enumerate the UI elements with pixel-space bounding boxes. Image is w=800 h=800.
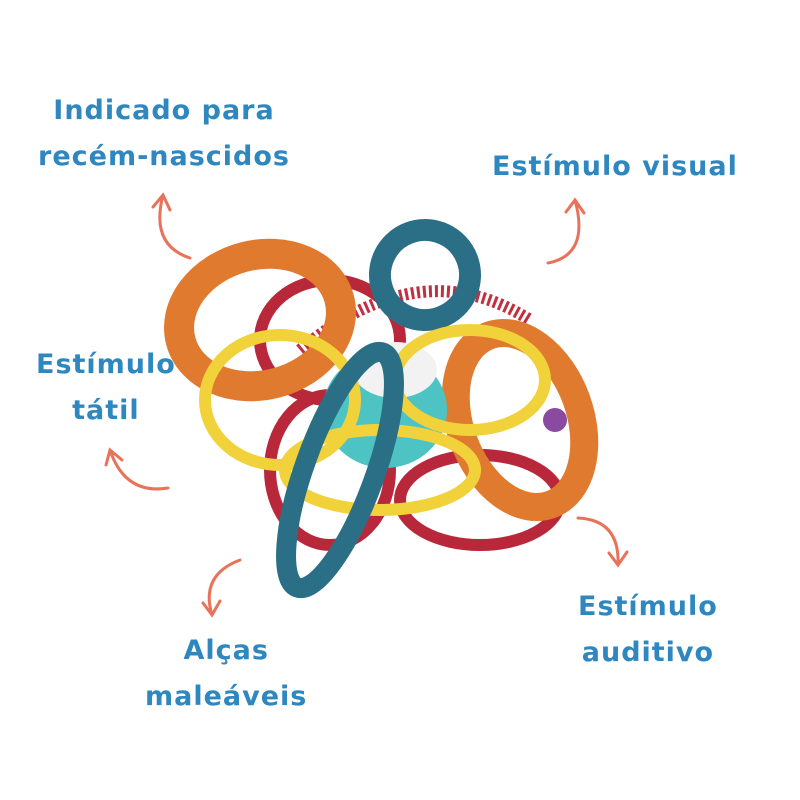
- arrow-icon-visual: [546, 197, 586, 265]
- label-newborn: Indicado para recém-nascidos: [38, 88, 290, 180]
- teal-ring: [276, 341, 404, 599]
- label-line: maleáveis: [145, 681, 308, 712]
- orange-ring: [164, 238, 356, 402]
- label-line: Indicado para: [53, 95, 275, 126]
- label-handles: Alças maleáveis: [145, 628, 307, 720]
- arrow-icon-handles: [201, 558, 242, 618]
- label-tactile: Estímulo tátil: [36, 342, 176, 434]
- arrow-icon-auditory: [576, 516, 629, 568]
- label-line: Alças: [183, 635, 269, 666]
- label-line: Estímulo: [36, 349, 176, 380]
- label-visual: Estímulo visual: [492, 144, 738, 190]
- label-line: Estímulo visual: [492, 151, 738, 182]
- label-auditory: Estímulo auditivo: [578, 584, 718, 676]
- label-line: auditivo: [581, 637, 715, 668]
- label-line: tátil: [72, 395, 140, 426]
- teal-ring: [369, 219, 481, 331]
- purple-bead: [543, 408, 567, 432]
- arrow-icon-newborn: [151, 192, 192, 260]
- label-line: Estímulo: [578, 591, 718, 622]
- arrow-icon-tactile: [104, 447, 170, 491]
- label-line: recém-nascidos: [38, 141, 291, 172]
